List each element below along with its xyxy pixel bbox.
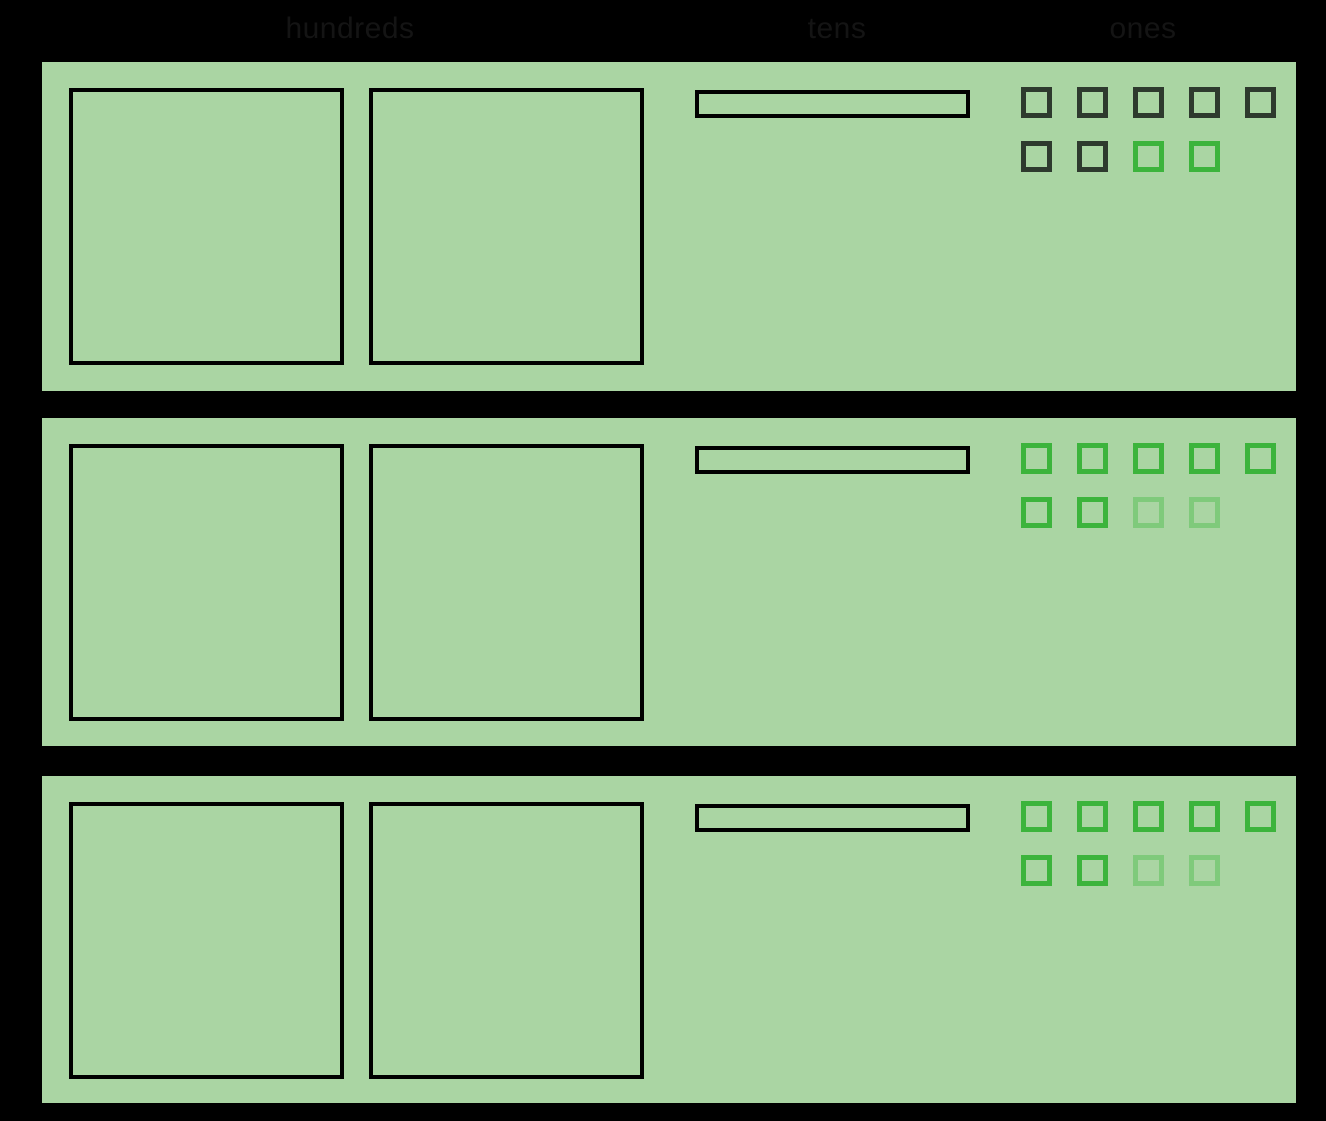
- ones-grid: [1021, 443, 1276, 528]
- ones-block[interactable]: [1021, 801, 1052, 832]
- ones-block[interactable]: [1133, 801, 1164, 832]
- ones-block[interactable]: [1077, 87, 1108, 118]
- ones-block[interactable]: [1189, 855, 1220, 886]
- ones-block[interactable]: [1021, 87, 1052, 118]
- ones-block[interactable]: [1077, 141, 1108, 172]
- ones-block[interactable]: [1133, 497, 1164, 528]
- ones-block[interactable]: [1077, 497, 1108, 528]
- ones-block[interactable]: [1133, 855, 1164, 886]
- hundreds-block[interactable]: [369, 444, 644, 721]
- ones-block[interactable]: [1021, 141, 1052, 172]
- place-value-row-3: [42, 776, 1296, 1103]
- header-label-hundreds: hundreds: [285, 12, 415, 45]
- ones-block[interactable]: [1245, 443, 1276, 474]
- ones-block[interactable]: [1189, 87, 1220, 118]
- ones-block[interactable]: [1245, 801, 1276, 832]
- ones-block[interactable]: [1021, 855, 1052, 886]
- tens-block[interactable]: [695, 804, 970, 832]
- ones-block[interactable]: [1189, 141, 1220, 172]
- ones-block[interactable]: [1189, 443, 1220, 474]
- header-label-ones: ones: [1109, 12, 1177, 45]
- hundreds-block[interactable]: [69, 444, 344, 721]
- hundreds-block[interactable]: [69, 802, 344, 1079]
- ones-block[interactable]: [1021, 497, 1052, 528]
- ones-block[interactable]: [1189, 801, 1220, 832]
- ones-block[interactable]: [1133, 87, 1164, 118]
- ones-block[interactable]: [1077, 855, 1108, 886]
- place-value-row-2: [42, 418, 1296, 746]
- ones-block[interactable]: [1077, 443, 1108, 474]
- ones-grid: [1021, 801, 1276, 886]
- ones-block[interactable]: [1077, 801, 1108, 832]
- tens-block[interactable]: [695, 90, 970, 118]
- ones-block[interactable]: [1189, 497, 1220, 528]
- ones-block[interactable]: [1021, 443, 1052, 474]
- hundreds-block[interactable]: [69, 88, 344, 365]
- ones-grid: [1021, 87, 1276, 172]
- tens-block[interactable]: [695, 446, 970, 474]
- hundreds-block[interactable]: [369, 802, 644, 1079]
- ones-block[interactable]: [1133, 443, 1164, 474]
- ones-block[interactable]: [1133, 141, 1164, 172]
- hundreds-block[interactable]: [369, 88, 644, 365]
- ones-block[interactable]: [1245, 87, 1276, 118]
- place-value-row-1: [42, 62, 1296, 391]
- header-label-tens: tens: [807, 12, 867, 45]
